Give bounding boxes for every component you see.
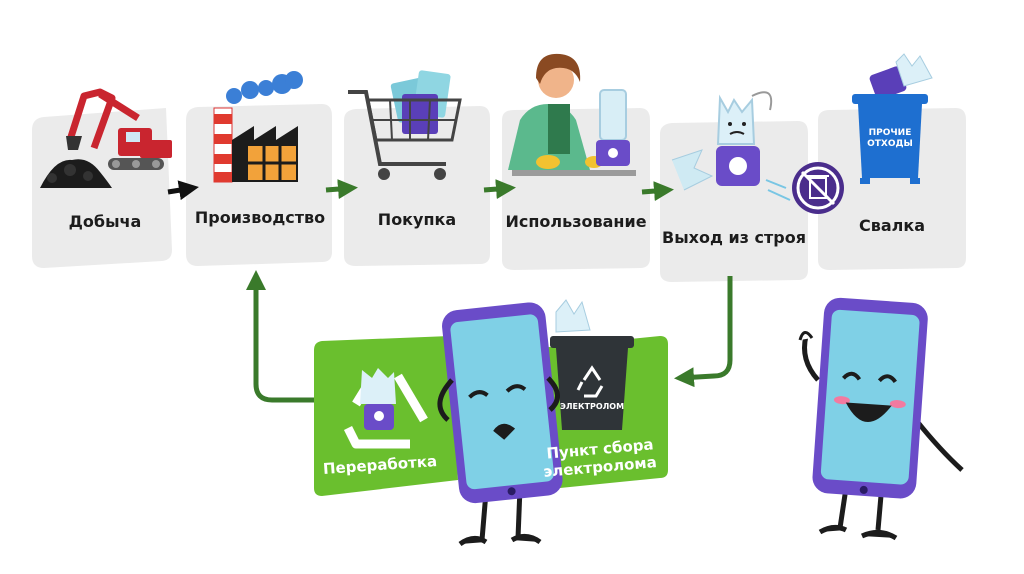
card-production <box>186 104 332 266</box>
recycled-device-icon <box>360 368 396 430</box>
ewaste-bin-label: ЭЛЕКТРОЛОМ <box>560 402 625 411</box>
no-trash-sign-icon <box>792 162 844 214</box>
arrow-mining-production <box>167 180 199 201</box>
stage-label-mining: Добыча <box>68 212 142 231</box>
person-cooking-icon <box>508 53 636 176</box>
stage-label-failure: Выход из строя <box>662 228 807 247</box>
arrow-purchase-usage <box>483 179 516 200</box>
stage-label-purchase: Покупка <box>377 210 457 229</box>
stage-label-usage: Использование <box>505 212 647 231</box>
arrow-recycle-production <box>246 270 318 403</box>
broken-blender-icon <box>671 91 791 201</box>
arrow-usage-failure <box>641 181 674 202</box>
card-purchase <box>344 106 490 266</box>
sad-phone-character <box>437 302 563 547</box>
landfill-bin-icon <box>852 53 933 184</box>
factory-icon <box>213 71 303 183</box>
excavator-icon <box>40 88 172 188</box>
landfill-bin-label-line1: ПРОЧИЕ <box>868 128 912 138</box>
stage-label-landfill: Свалка <box>858 216 926 235</box>
arrow-production-purchase <box>325 179 358 200</box>
blender-icon <box>596 89 630 166</box>
flow-arrows <box>167 179 733 403</box>
arrow-failure-collection <box>674 276 733 388</box>
card-failure <box>660 121 808 282</box>
stage-label-production: Производство <box>194 208 326 227</box>
card-landfill <box>818 108 966 270</box>
landfill-bin-label-line2: ОТХОДЫ <box>867 139 913 149</box>
happy-phone-character <box>798 297 964 541</box>
shopping-cart-icon <box>348 70 462 180</box>
ewaste-bin-icon <box>550 299 634 430</box>
